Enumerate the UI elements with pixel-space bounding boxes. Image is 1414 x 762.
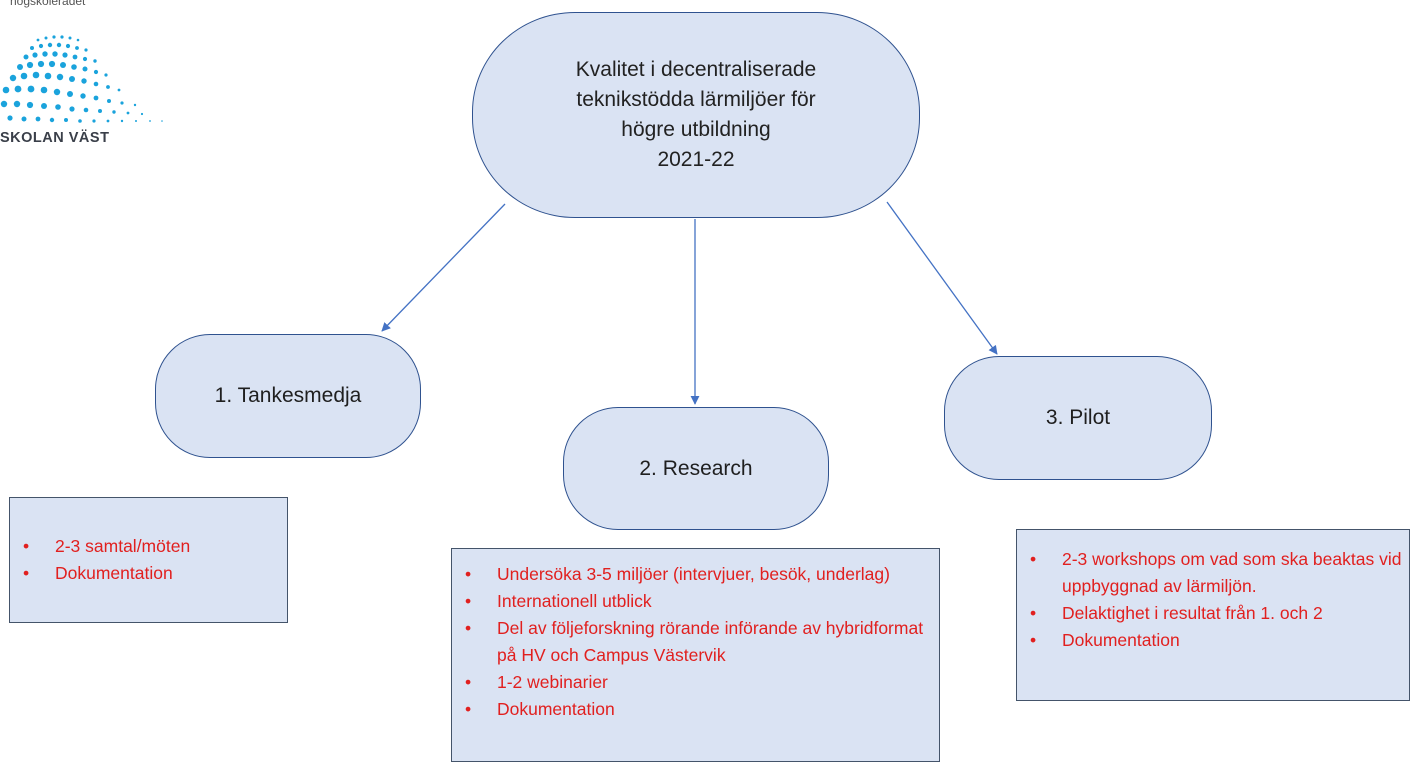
main-node-line: teknikstödda lärmiljöer för	[576, 88, 816, 111]
main-node: Kvalitet i decentraliserade teknikstödda…	[472, 12, 920, 218]
arrow-to-tankesmedja	[381, 203, 506, 332]
list-item: Dokumentation	[452, 696, 939, 723]
logo: högskoleradet SKOLAN VÄST	[0, 0, 175, 150]
list-item: Dokumentation	[1017, 627, 1409, 654]
node-pilot: 3. Pilot	[944, 356, 1212, 480]
node-research: 2. Research	[563, 407, 829, 530]
list-item: 2-3 workshops om vad som ska beaktas vid…	[1017, 546, 1409, 600]
list-item: Dokumentation	[10, 560, 287, 587]
pilot-details: 2-3 workshops om vad som ska beaktas vid…	[1016, 529, 1410, 701]
list-item: Del av följeforskning rörande införande …	[452, 615, 939, 669]
list-item: Undersöka 3-5 miljöer (intervjuer, besök…	[452, 561, 939, 588]
logo-org-text: högskoleradet	[10, 0, 86, 8]
hogskolan-vast-logo-icon	[0, 35, 163, 123]
research-details: Undersöka 3-5 miljöer (intervjuer, besök…	[451, 548, 940, 762]
main-node-line: högre utbildning	[621, 118, 771, 141]
list-item: Internationell utblick	[452, 588, 939, 615]
node-tankesmedja: 1. Tankesmedja	[155, 334, 421, 458]
list-item: 2-3 samtal/möten	[10, 533, 287, 560]
tankesmedja-details: 2-3 samtal/möten Dokumentation	[9, 497, 288, 623]
logo-name: SKOLAN VÄST	[0, 130, 110, 146]
list-item: 1-2 webinarier	[452, 669, 939, 696]
arrow-to-pilot	[886, 201, 998, 355]
list-item: Delaktighet i resultat från 1. och 2	[1017, 600, 1409, 627]
main-node-line: 2021-22	[657, 148, 735, 171]
main-node-line: Kvalitet i decentraliserade	[575, 58, 817, 81]
